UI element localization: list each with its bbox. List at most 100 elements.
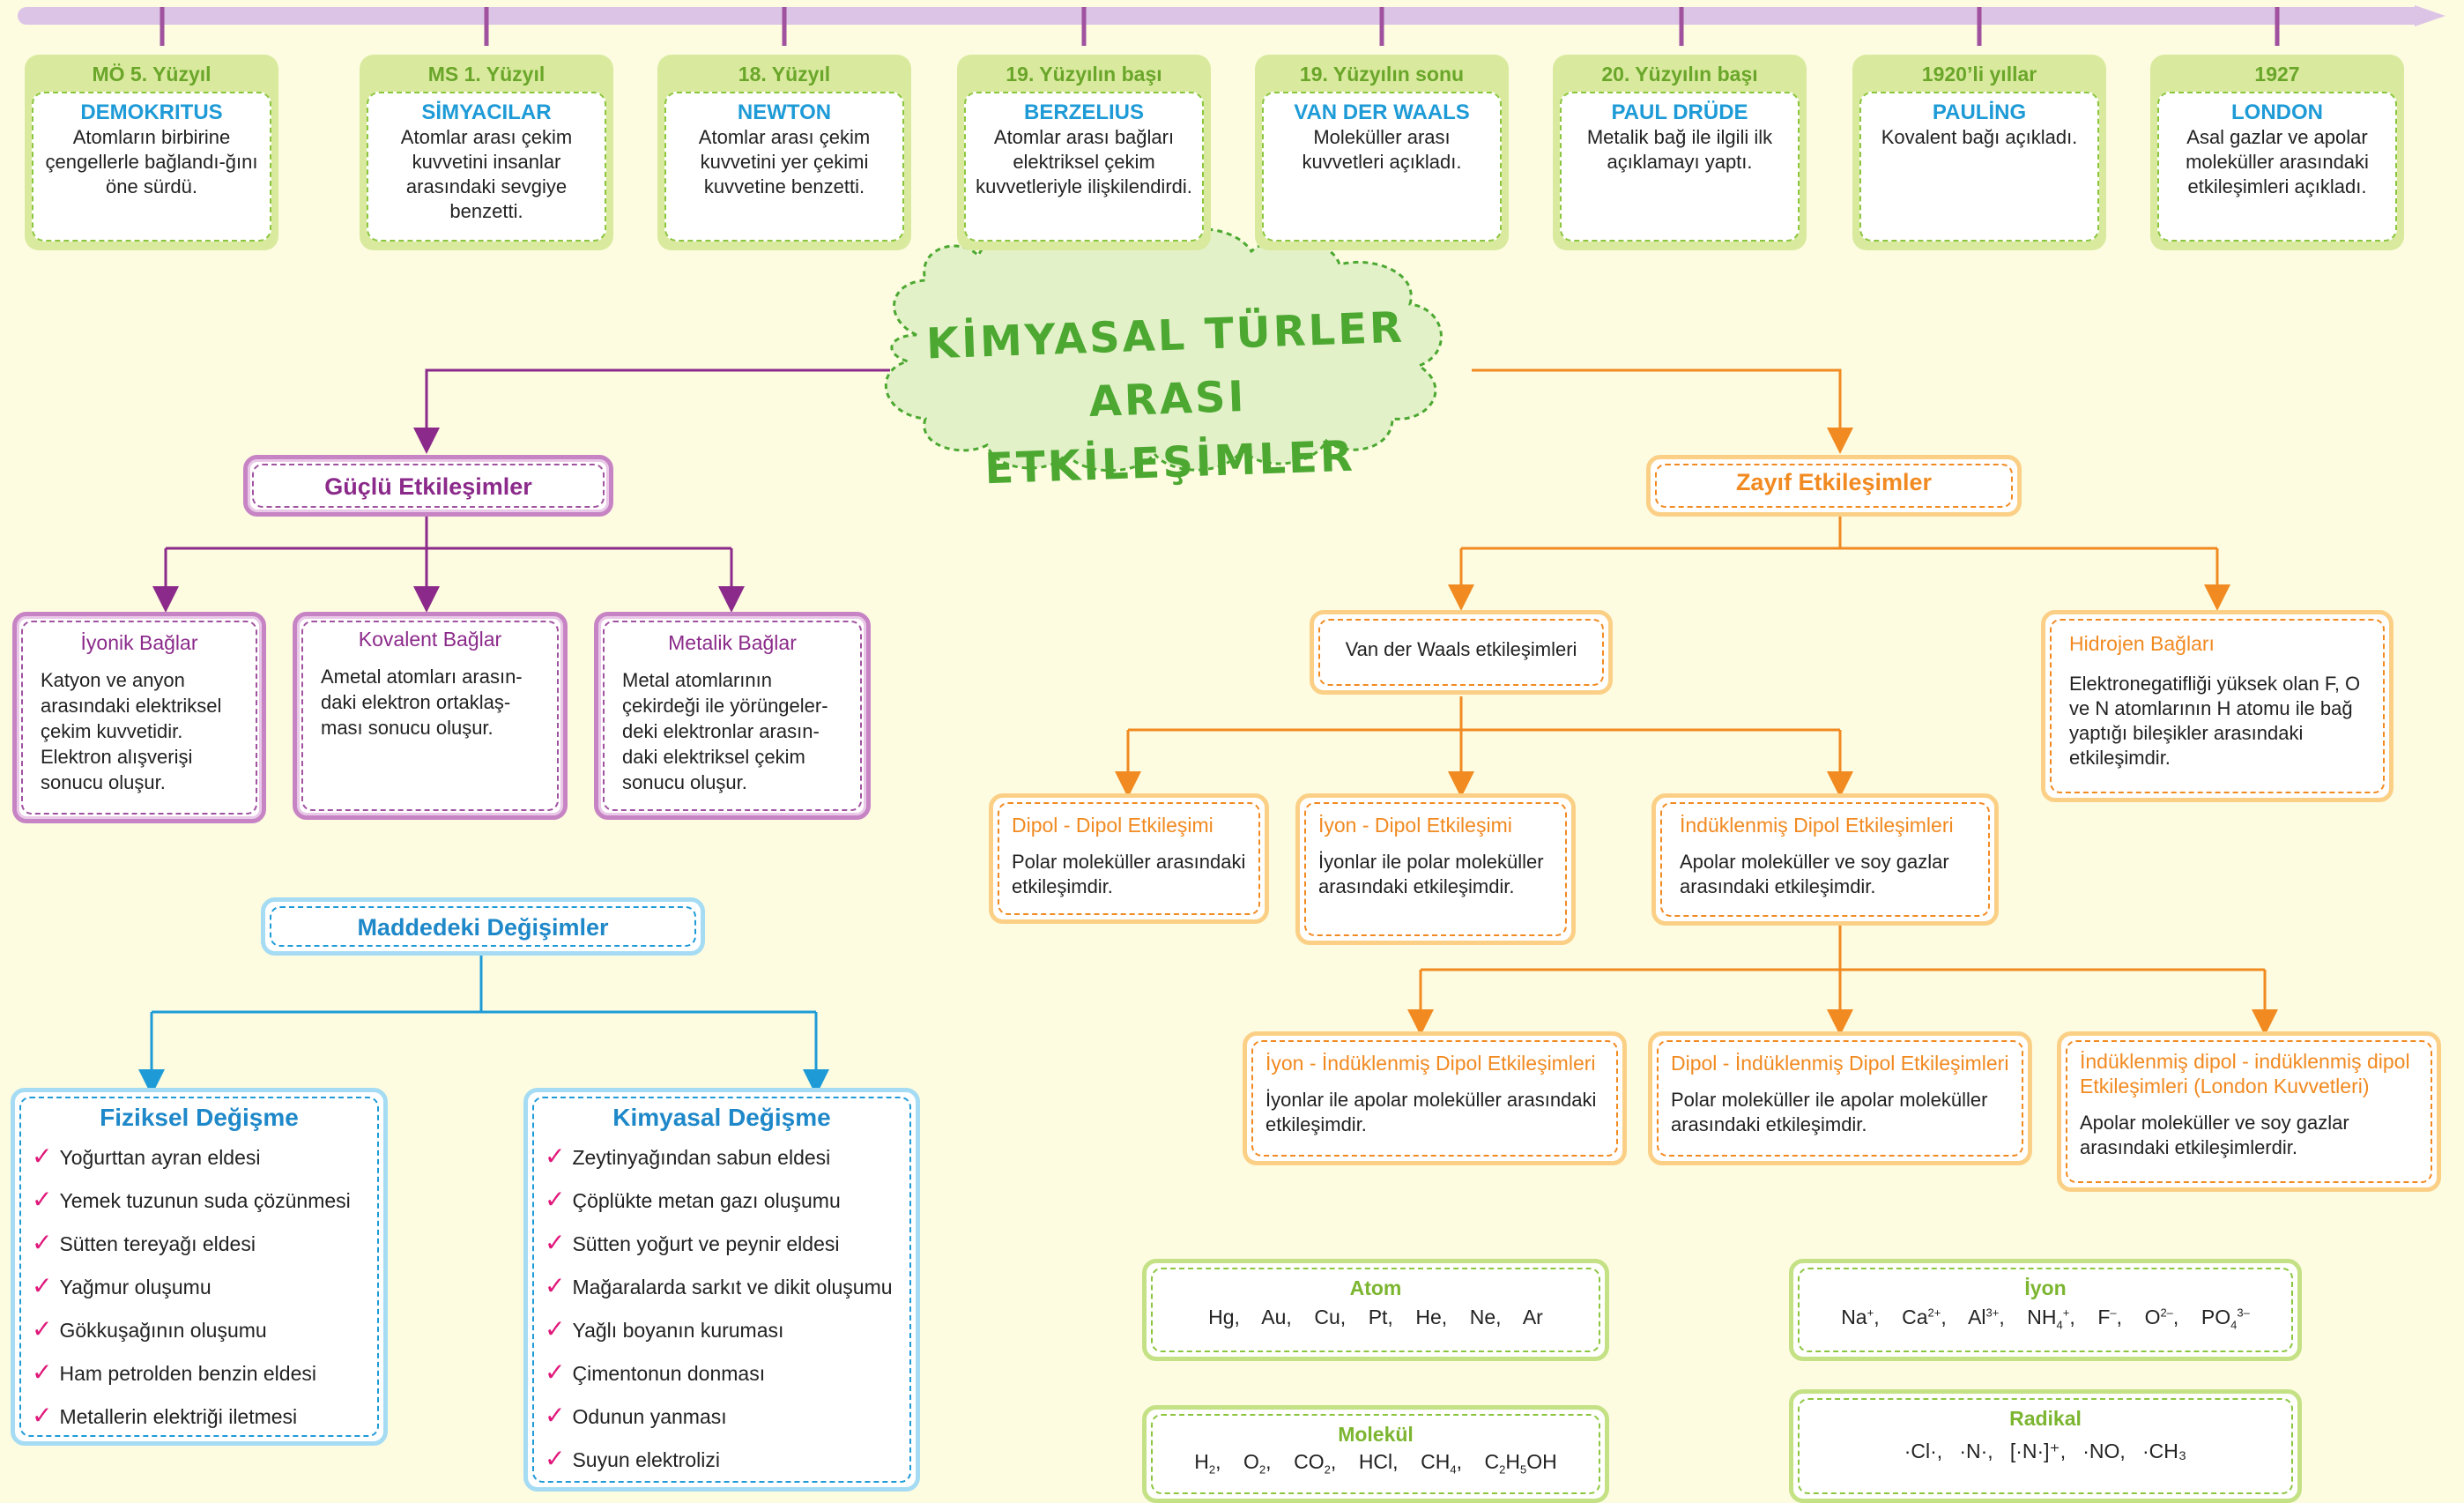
- physical-change-box: Fiziksel Değişme ✓Yoğurttan ayran eldesi…: [11, 1088, 388, 1446]
- check-icon: ✓: [32, 1272, 53, 1299]
- list-item: ✓Suyun elektrolizi: [545, 1445, 720, 1472]
- timeline-text: Atomların birbirine çengellerle bağlandı…: [45, 126, 258, 197]
- check-icon: ✓: [545, 1229, 566, 1256]
- physical-change-title: Fiziksel Değişme: [100, 1104, 299, 1131]
- hydrogen-bond-box: Hidrojen Bağları Elektronegatifliği yüks…: [2041, 610, 2393, 802]
- london-text: Apolar moleküller ve soy gazlar arasında…: [2080, 1112, 2349, 1158]
- check-icon: ✓: [32, 1186, 53, 1213]
- london-box: İndüklenmiş dipol - indüklenmiş dipol Et…: [2057, 1031, 2441, 1192]
- atom-title: Atom: [1349, 1276, 1402, 1299]
- timeline-era: 19. Yüzyılın sonu: [1299, 63, 1465, 86]
- covalent-bond-box: Kovalent Bağlar Ametal atomları arasın-d…: [293, 612, 568, 820]
- timeline-name: SİMYACILAR: [421, 100, 552, 124]
- list-item: ✓Mağaralarda sarkıt ve dikit oluşumu: [545, 1272, 893, 1299]
- check-icon: ✓: [32, 1358, 53, 1386]
- check-icon: ✓: [32, 1402, 53, 1429]
- dipole-dipole-text: Polar moleküller arasındaki etkileşimdir…: [1012, 851, 1246, 897]
- check-icon: ✓: [32, 1229, 53, 1256]
- vdw-title: Van der Waals etkileşimleri: [1345, 638, 1577, 660]
- dipole-induced-text: Polar moleküller ile apolar moleküller a…: [1671, 1089, 1988, 1135]
- check-icon: ✓: [32, 1142, 53, 1170]
- ion-induced-text: İyonlar ile apolar moleküller arasındaki…: [1265, 1089, 1597, 1135]
- induced-dipole-text: Apolar moleküller ve soy gazlar arasında…: [1680, 851, 1949, 897]
- timeline-name: LONDON: [2231, 100, 2323, 124]
- timeline-text: Moleküller arası kuvvetleri açıkladı.: [1302, 126, 1462, 173]
- covalent-bond-title: Kovalent Bağlar: [358, 628, 502, 651]
- weak-interactions-box: Zayıf Etkileşimler: [1646, 455, 2022, 517]
- hydrogen-bond-text: Elektronegatifliği yüksek olan F, O ve N…: [2069, 673, 2361, 769]
- changes-title: Maddedeki Değişimler: [357, 914, 609, 941]
- list-item: ✓Ham petrolden benzin eldesi: [32, 1358, 316, 1386]
- main-title: KİMYASAL TÜRLER ARASI ETKİLEŞİMLER: [913, 295, 1421, 503]
- timeline-name: PAUL DRÜDE: [1611, 100, 1748, 124]
- ion-list: Na+, Ca2+, Al3+, NH4+, F–, O2–, PO43–: [1841, 1306, 2250, 1332]
- london-title: İndüklenmiş dipol - indüklenmiş dipol Et…: [2080, 1050, 2410, 1097]
- list-item: ✓Sütten yoğurt ve peynir eldesi: [545, 1229, 840, 1256]
- title-cloud: [884, 224, 1443, 472]
- radical-title: Radikal: [2009, 1407, 2082, 1430]
- ionic-bond-text: Katyon ve anyon arasındaki elektriksel ç…: [41, 669, 222, 793]
- strong-interactions-box: Güçlü Etkileşimler: [243, 455, 613, 517]
- timeline-era: MS 1. Yüzyıl: [427, 63, 545, 86]
- list-item: ✓Zeytinyağından sabun eldesi: [545, 1142, 831, 1170]
- vdw-box: Van der Waals etkileşimleri: [1310, 610, 1613, 695]
- chemical-change-box: Kimyasal Değişme ✓Zeytinyağından sabun e…: [523, 1088, 920, 1492]
- dipole-induced-title: Dipol - İndüklenmiş Dipol Etkileşimleri: [1671, 1052, 2009, 1075]
- timeline-era: 18. Yüzyıl: [738, 63, 831, 86]
- hydrogen-bond-title: Hidrojen Bağları: [2069, 632, 2215, 655]
- timeline-era: MÖ 5. Yüzyıl: [92, 63, 212, 86]
- ion-box: İyon Na+, Ca2+, Al3+, NH4+, F–, O2–, PO4…: [1789, 1259, 2302, 1361]
- timeline-name: BERZELIUS: [1023, 100, 1144, 124]
- radical-list: ·Cl·, ·N·, [·N·]⁺, ·NO, ·CH₃: [1904, 1440, 2187, 1462]
- timeline-text: Atomlar arası çekim kuvvetini insanlar a…: [400, 126, 573, 222]
- chemical-change-title: Kimyasal Değişme: [612, 1104, 831, 1131]
- timeline-era: 20. Yüzyılın başı: [1601, 63, 1758, 86]
- metallic-bond-text: Metal atomlarının çekirdeği ile yörüngel…: [622, 669, 828, 793]
- molecule-title: Molekül: [1338, 1423, 1414, 1446]
- weak-interactions-title: Zayıf Etkileşimler: [1735, 469, 1933, 495]
- ion-dipole-text: İyonlar ile polar moleküller arasındaki …: [1318, 851, 1544, 897]
- check-icon: ✓: [545, 1402, 566, 1429]
- timeline-text: Atomlar arası bağları elektriksel çekim …: [976, 126, 1192, 197]
- ion-induced-title: İyon - İndüklenmiş Dipol Etkileşimleri: [1265, 1052, 1596, 1075]
- check-icon: ✓: [545, 1142, 566, 1170]
- timeline-era: 19. Yüzyılın başı: [1006, 63, 1162, 86]
- ionic-bond-box: İyonik Bağlar Katyon ve anyon arasındaki…: [12, 612, 266, 823]
- metallic-bond-title: Metalik Bağlar: [668, 631, 797, 654]
- check-icon: ✓: [545, 1272, 566, 1299]
- list-item: ✓Sütten tereyağı eldesi: [32, 1229, 256, 1256]
- timeline-name: PAULİNG: [1932, 100, 2027, 124]
- list-item: ✓Odunun yanması: [545, 1402, 727, 1429]
- atom-list: Hg, Au, Cu, Pt, He, Ne, Ar: [1208, 1306, 1543, 1328]
- list-item: ✓Yemek tuzunun suda çözünmesi: [32, 1186, 351, 1213]
- ion-induced-box: İyon - İndüklenmiş Dipol Etkileşimleri İ…: [1243, 1031, 1627, 1165]
- ionic-bond-title: İyonik Bağlar: [80, 631, 198, 654]
- atom-box: Atom Hg, Au, Cu, Pt, He, Ne, Ar: [1142, 1259, 1609, 1361]
- dipole-dipole-box: Dipol - Dipol Etkileşimi Polar molekülle…: [989, 793, 1269, 924]
- ion-dipole-title: İyon - Dipol Etkileşimi: [1318, 814, 1512, 837]
- timeline-text: Atomlar arası çekim kuvvetini yer çekimi…: [698, 126, 871, 197]
- molecule-list: H2, O2, CO2, HCl, CH4, C2H5OH: [1194, 1450, 1557, 1477]
- timeline-text: Metalik bağ ile ilgili ilk açıklamayı ya…: [1586, 126, 1773, 173]
- check-icon: ✓: [545, 1358, 566, 1386]
- ion-dipole-box: İyon - Dipol Etkileşimi İyonlar ile pola…: [1295, 793, 1576, 945]
- timeline-text: Kovalent bağı açıkladı.: [1881, 126, 2078, 148]
- timeline-name: VAN DER WAALS: [1294, 100, 1470, 124]
- timeline-era: 1920’li yıllar: [1921, 63, 2037, 86]
- list-item: ✓Çöplükte metan gazı oluşumu: [545, 1186, 841, 1213]
- timeline-name: DEMOKRITUS: [80, 100, 223, 124]
- check-icon: ✓: [545, 1315, 566, 1343]
- dipole-dipole-title: Dipol - Dipol Etkileşimi: [1012, 814, 1213, 837]
- timeline-text: Asal gazlar ve apolar moleküller arasınd…: [2186, 126, 2369, 197]
- induced-dipole-title: İndüklenmiş Dipol Etkileşimleri: [1680, 814, 1954, 837]
- main-title-line2: ARASI ETKİLEŞİMLER: [983, 371, 1356, 495]
- molecule-box: Molekül H2, O2, CO2, HCl, CH4, C2H5OH: [1142, 1405, 1609, 1503]
- dipole-induced-box: Dipol - İndüklenmiş Dipol Etkileşimleri …: [1648, 1031, 2032, 1165]
- list-item: ✓Metallerin elektriği iletmesi: [32, 1402, 298, 1429]
